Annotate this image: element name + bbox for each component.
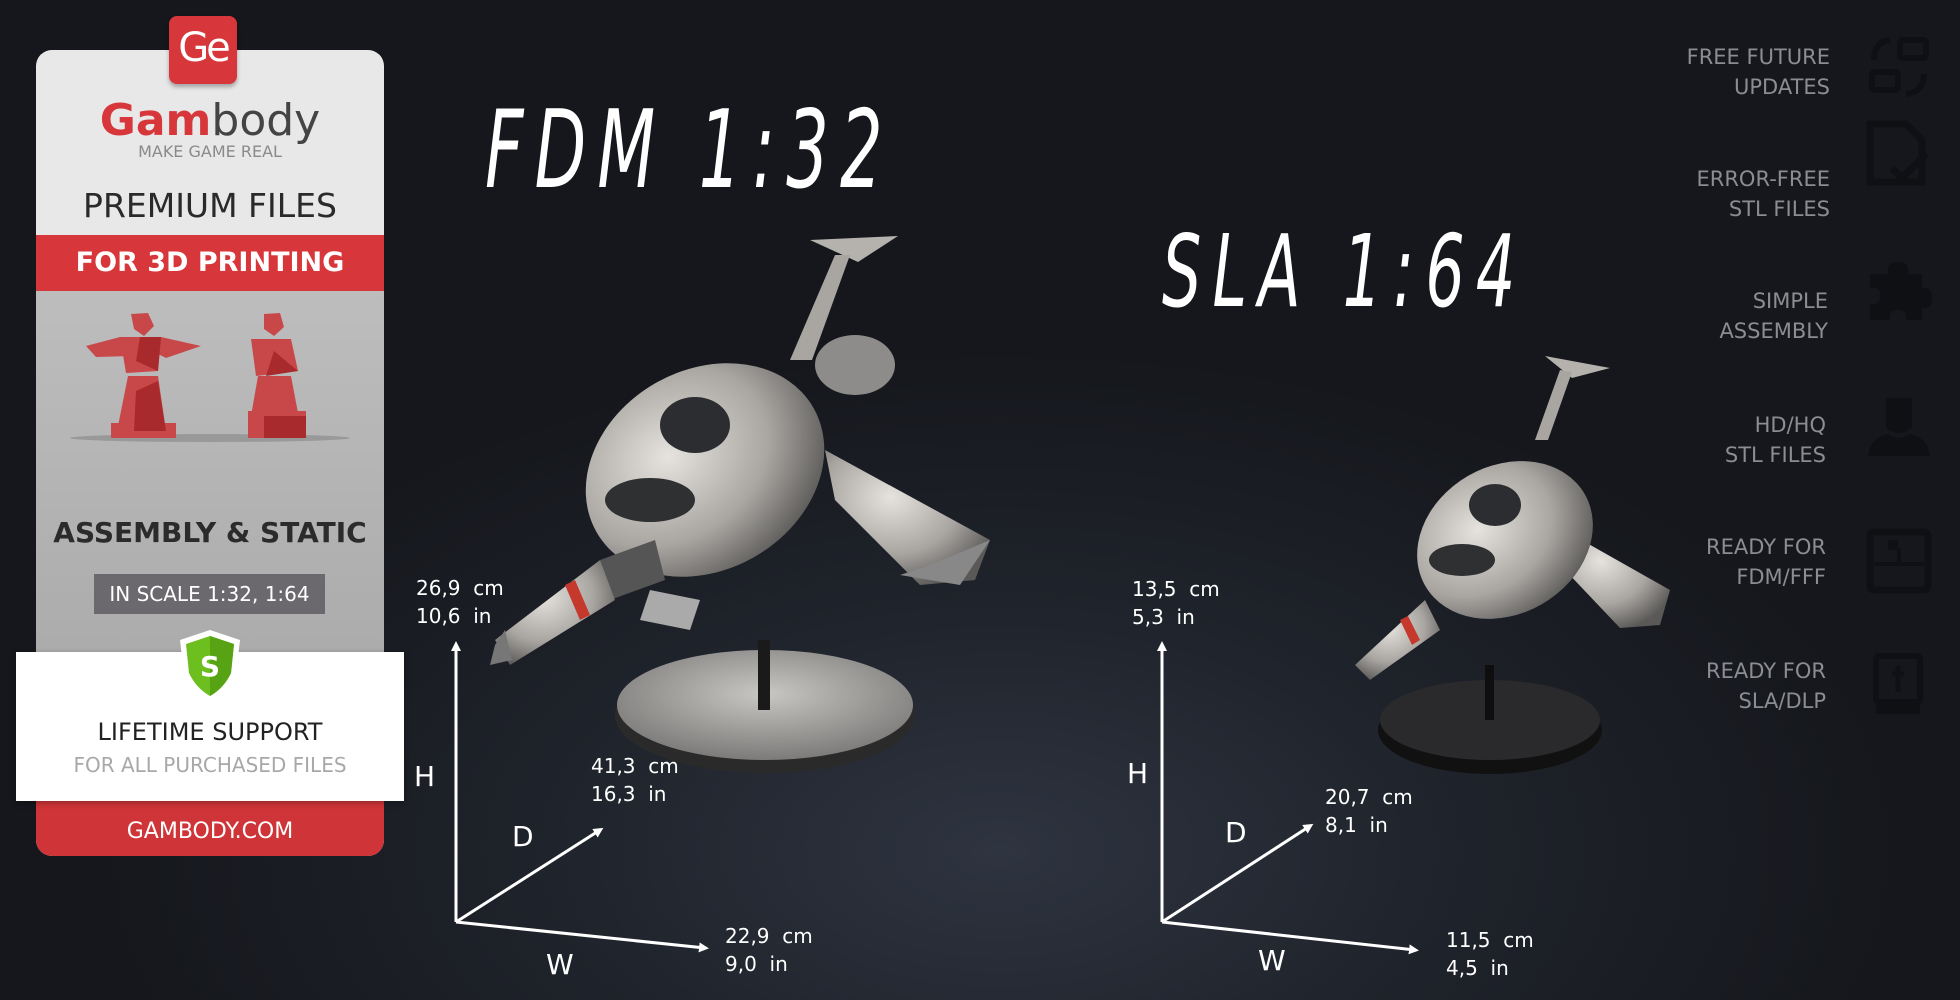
feature-line1: READY FOR: [1706, 659, 1826, 683]
sla-height-value: 13,5 cm 5,3 in: [1132, 575, 1220, 631]
support-subtitle: FOR ALL PURCHASED FILES: [73, 753, 347, 777]
brand-logo-bold: Gam: [99, 95, 212, 146]
statue-figures-illustration: [70, 313, 350, 442]
feature-line2: ASSEMBLY: [1719, 319, 1828, 343]
sla-depth-cm: 20,7 cm: [1325, 785, 1413, 809]
feature-error-free: ERROR-FREE STL FILES: [1696, 164, 1830, 224]
sla-depth-arrow: [1161, 823, 1314, 924]
website-link[interactable]: GAMBODY.COM: [36, 801, 384, 856]
fdm-depth-label: D: [512, 820, 534, 853]
feature-line1: ERROR-FREE: [1696, 167, 1830, 191]
feature-fdm-ready: READY FOR FDM/FFF: [1706, 532, 1826, 592]
promo-card: FOR 3D PRINTING GAMBO: [36, 50, 384, 856]
feature-line2: STL FILES: [1728, 197, 1830, 221]
sla-height-label: H: [1127, 757, 1149, 790]
fdm-width-value: 22,9 cm 9,0 in: [725, 922, 813, 978]
sla-width-in: 4,5 in: [1446, 956, 1509, 980]
sla-depth-value: 20,7 cm 8,1 in: [1325, 783, 1413, 839]
model-type-heading: ASSEMBLY & STATIC: [53, 516, 367, 549]
sla-width-label: W: [1258, 944, 1286, 977]
fdm-depth-in: 16,3 in: [591, 782, 667, 806]
feature-line1: SIMPLE: [1752, 289, 1828, 313]
sla-depth-in: 8,1 in: [1325, 813, 1388, 837]
character-icon: [1868, 398, 1930, 456]
updates-icon: [1869, 37, 1929, 97]
feature-line2: UPDATES: [1734, 75, 1830, 99]
feature-line2: STL FILES: [1724, 443, 1826, 467]
fdm-dimension-axes: [451, 641, 709, 953]
shield-icon: S: [178, 628, 242, 708]
sla-scale-title: SLA 1:64: [1162, 213, 1527, 330]
sla-dimension-axes: [1157, 641, 1419, 955]
fdm-height-cm: 26,9 cm: [416, 576, 504, 600]
support-title: LIFETIME SUPPORT: [97, 718, 323, 746]
fdm-height-in: 10,6 in: [416, 604, 492, 628]
for-3d-printing-band: FOR 3D PRINTING: [36, 235, 384, 291]
premium-files-heading: PREMIUM FILES: [83, 186, 337, 225]
feature-free-updates: FREE FUTURE UPDATES: [1687, 42, 1830, 102]
shield-letter: S: [200, 650, 220, 683]
sla-printer-icon: [1873, 653, 1923, 714]
fdm-width-label: W: [546, 948, 574, 981]
file-check-icon: [1866, 120, 1929, 186]
gambody-logo-badge: Ge: [169, 16, 237, 84]
fdm-height-label: H: [414, 760, 436, 793]
fdm-width-in: 9,0 in: [725, 952, 788, 976]
sla-depth-label: D: [1225, 816, 1247, 849]
sla-width-arrow: [1161, 920, 1419, 955]
feature-line1: FREE FUTURE: [1686, 45, 1830, 69]
fdm-printer-icon: [1866, 528, 1932, 594]
feature-line1: HD/HQ: [1754, 413, 1826, 437]
sla-spaceship-model: [1355, 356, 1670, 774]
feature-hd-hq: HD/HQ STL FILES: [1725, 410, 1826, 470]
fdm-width-arrow: [455, 920, 709, 953]
fdm-depth-value: 41,3 cm 16,3 in: [591, 752, 679, 808]
brand-logo: Gambody: [36, 96, 384, 146]
feature-simple-assembly: SIMPLE ASSEMBLY: [1719, 286, 1828, 346]
fdm-depth-cm: 41,3 cm: [591, 754, 679, 778]
tagline: MAKE GAME REAL: [138, 142, 282, 161]
fdm-scale-title: FDM 1:32: [485, 88, 894, 213]
brand-logo-light: body: [211, 95, 321, 146]
fdm-spaceship-model: [490, 236, 990, 773]
sla-height-cm: 13,5 cm: [1132, 577, 1220, 601]
feature-line2: SLA/DLP: [1738, 689, 1827, 713]
feature-line2: FDM/FFF: [1736, 565, 1826, 589]
sla-width-cm: 11,5 cm: [1446, 928, 1534, 952]
puzzle-icon: [1870, 262, 1932, 320]
scale-badge: IN SCALE 1:32, 1:64: [94, 574, 325, 614]
feature-line1: READY FOR: [1706, 535, 1826, 559]
fdm-height-value: 26,9 cm 10,6 in: [416, 574, 504, 630]
fdm-width-cm: 22,9 cm: [725, 924, 813, 948]
sla-height-in: 5,3 in: [1132, 605, 1195, 629]
sla-width-value: 11,5 cm 4,5 in: [1446, 926, 1534, 982]
fdm-depth-arrow: [455, 827, 604, 924]
feature-sla-ready: READY FOR SLA/DLP: [1706, 656, 1826, 716]
